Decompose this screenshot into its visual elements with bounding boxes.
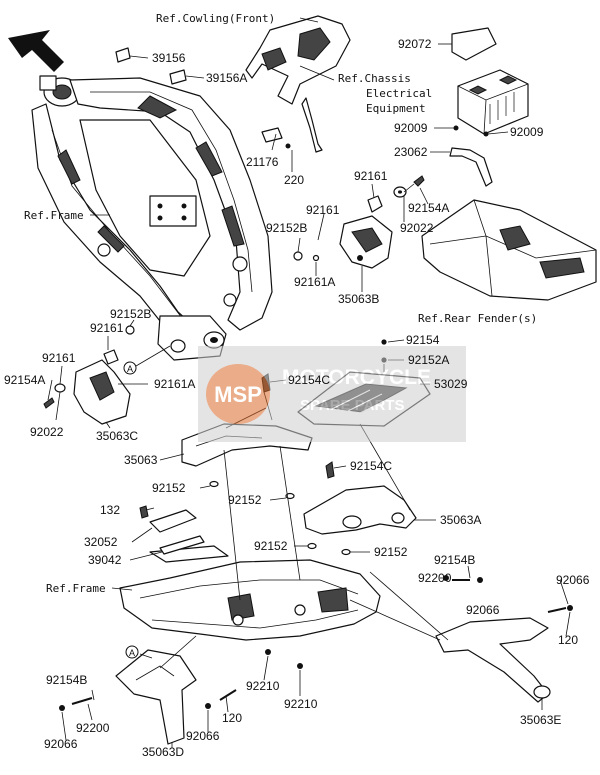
part-number-92161: 92161 (90, 321, 124, 335)
bolt-92154a-upper (403, 175, 425, 193)
part-number-92154c: 92154C (350, 459, 392, 473)
part-number-35063b: 35063B (338, 292, 379, 306)
fasteners (59, 47, 573, 711)
part-number-92009: 92009 (394, 121, 428, 135)
ref-rear-fender-label: Ref.Rear Fender(s) (418, 312, 537, 325)
part-number-35063d: 35063D (142, 745, 184, 759)
ref-frame-label-bottom: Ref.Frame (46, 582, 106, 595)
watermark-line2: SPARE PARTS (300, 397, 404, 414)
part-number-92154a: 92154A (408, 201, 449, 215)
part-number-92152: 92152 (228, 493, 262, 507)
washer-92161a-upper (312, 254, 320, 262)
part-number-92154c: 92154C (288, 373, 330, 387)
part-number-92152b: 92152B (266, 221, 307, 235)
collar-92161-left (103, 349, 119, 365)
ref-equipment-label: Equipment (366, 102, 426, 115)
spacer-92152b-upper (293, 251, 303, 261)
washer-92022-upper (393, 186, 407, 198)
part-number-92200: 92200 (76, 721, 110, 735)
part-number-35063c: 35063C (96, 429, 138, 443)
marker-a-lower: A (125, 645, 139, 659)
part-number-labels: 39156 39156A 92072 92009 92009 23062 21176 220 9… (4, 37, 590, 759)
part-number-92152: 92152 (152, 481, 186, 495)
cowling-stay (245, 15, 351, 153)
part-number-92161: 92161 (306, 203, 340, 217)
battery-case (421, 199, 597, 301)
part-number-92022: 92022 (400, 221, 434, 235)
part-number-132: 132 (100, 503, 120, 517)
part-number-92161: 92161 (42, 351, 76, 365)
battery-holder-strap (449, 147, 493, 187)
part-number-92066: 92066 (44, 737, 78, 751)
part-number-92152b: 92152B (110, 307, 151, 321)
part-number-92154: 92154 (406, 333, 440, 347)
part-number-92152a: 92152A (408, 353, 449, 367)
part-number-53029: 53029 (434, 377, 468, 391)
part-number-92154a: 92154A (4, 373, 45, 387)
part-number-35063e: 35063E (520, 713, 561, 727)
ref-electrical-label: Electrical (366, 87, 432, 100)
bracket-35063e (435, 617, 551, 703)
ref-frame-label-top: Ref.Frame (24, 209, 84, 222)
part-number-92210: 92210 (284, 697, 318, 711)
part-number-92161a: 92161A (294, 275, 335, 289)
cover-32052 (149, 509, 197, 533)
part-number-92066: 92066 (556, 573, 590, 587)
bracket-35063c (73, 359, 131, 425)
part-number-120: 120 (558, 633, 578, 647)
part-number-120: 120 (222, 711, 242, 725)
battery-cover (451, 27, 497, 61)
bolt-92154a-left (43, 397, 55, 409)
ref-chassis-label: Ref.Chassis (338, 72, 411, 85)
washer-92022-left (54, 383, 66, 393)
main-frame (31, 75, 273, 361)
part-number-39042: 39042 (88, 553, 122, 567)
watermark: MSP MOTORCYCLE SPARE PARTS (198, 346, 466, 442)
bracket-35063a (303, 485, 417, 535)
part-number-92200: 92200 (418, 571, 452, 585)
spacer-92152b-left (125, 325, 135, 335)
plate-39042 (159, 535, 205, 555)
part-number-32052: 32052 (84, 535, 118, 549)
part-number-92072: 92072 (398, 37, 432, 51)
part-number-92066: 92066 (466, 603, 500, 617)
battery (457, 69, 529, 135)
part-number-35063a: 35063A (440, 513, 481, 527)
svg-text:A: A (129, 648, 135, 658)
collar-92161-upper (367, 195, 383, 213)
part-number-35063: 35063 (124, 453, 158, 467)
part-number-21176: 21176 (246, 155, 279, 169)
part-number-39156a: 39156A (206, 71, 247, 85)
part-number-92066: 92066 (186, 729, 220, 743)
watermark-brand: MSP (214, 382, 262, 407)
marker-a-upper: A (123, 361, 137, 375)
sub-frame (119, 545, 381, 641)
ref-cowling-front-label: Ref.Cowling(Front) (156, 12, 275, 25)
part-number-92154b: 92154B (434, 553, 475, 567)
part-number-92009: 92009 (510, 125, 544, 139)
part-number-92152: 92152 (374, 545, 408, 559)
part-number-39156: 39156 (152, 51, 186, 65)
part-number-92161a: 92161A (154, 377, 195, 391)
part-number-92210: 92210 (246, 679, 280, 693)
part-number-220: 220 (284, 173, 304, 187)
part-number-92152: 92152 (254, 539, 288, 553)
watermark-line1: MOTORCYCLE (282, 366, 431, 389)
svg-text:A: A (127, 364, 133, 374)
bracket-35063d (115, 649, 197, 745)
part-number-92022: 92022 (30, 425, 64, 439)
front-direction-arrow-icon (8, 30, 64, 72)
part-number-92154b: 92154B (46, 673, 87, 687)
part-number-23062: 23062 (394, 145, 428, 159)
part-number-92161: 92161 (354, 169, 388, 183)
bracket-35063b (339, 215, 393, 269)
